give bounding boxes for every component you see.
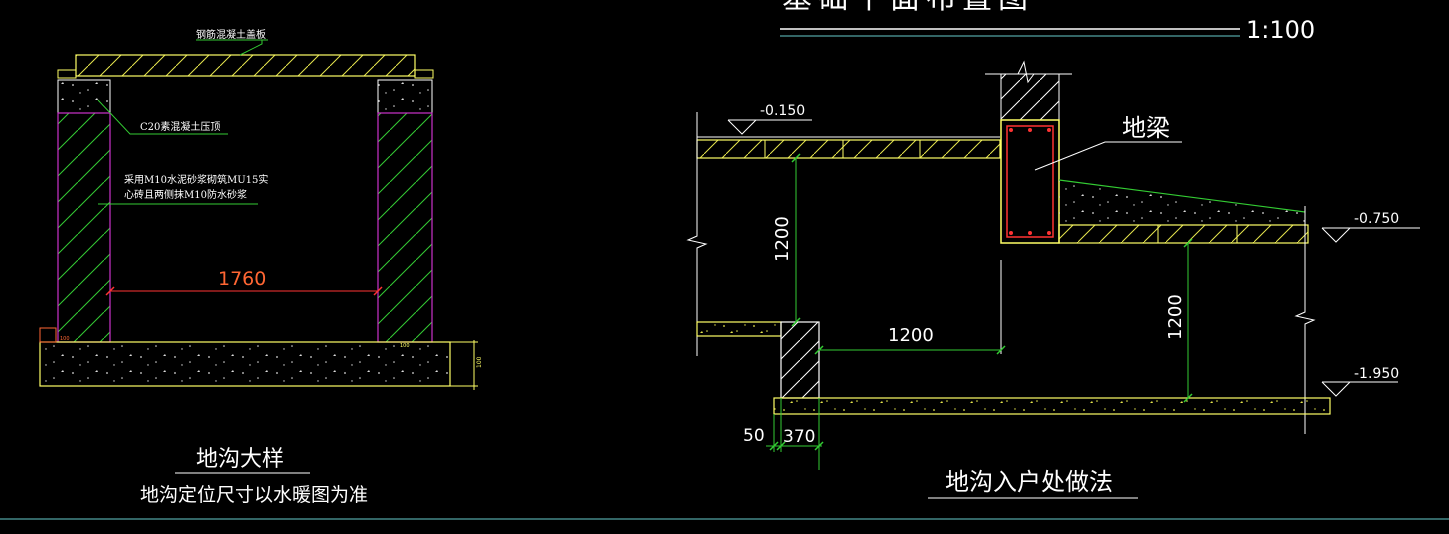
coping-label: C20素混凝土压顶: [140, 120, 220, 133]
side-dim: 100: [476, 356, 483, 368]
trench-detail-subtitle: 地沟定位尺寸以水暖图为准: [140, 484, 368, 506]
small-dim-left: 100: [60, 336, 70, 342]
trench-entry-section: -0.150 地梁 -0.750 -1.950: [686, 60, 1420, 499]
dim-vertical-left: 1200: [772, 216, 793, 262]
trench-entry-title: 地沟入户处做法: [945, 468, 1113, 496]
sloped-fill: [1059, 180, 1305, 225]
trench-wall: [780, 321, 820, 399]
wall-left: [57, 112, 111, 343]
wall-above-beam: [1000, 73, 1060, 121]
coping-right: [377, 79, 433, 114]
dim-horizontal: 1200: [888, 325, 934, 346]
trench-bottom-slab: [773, 397, 1331, 415]
level-bottom: -1.950: [1354, 366, 1399, 382]
small-dim-right: 100: [400, 343, 410, 349]
wall-note-line2: 心砖且两侧抹M10防水砂浆: [124, 188, 247, 201]
drawing-title-partial: 基础平面布置图: [782, 0, 1034, 16]
cover-slab-label: 钢筋混凝土盖板: [196, 28, 266, 41]
wall-right: [377, 112, 433, 343]
drawing-scale: 1:100: [1246, 16, 1315, 44]
base-slab: [39, 341, 451, 387]
trench-detail-section: 100 100 100 钢筋混凝土盖板 C20素混凝土压顶 采用M10水泥砂浆砌…: [39, 28, 483, 506]
left-step-slab: [696, 321, 782, 337]
level-top: -0.150: [760, 103, 805, 119]
dim-50: 50: [743, 426, 765, 446]
drawing-title-block: 基础平面布置图 1:100: [780, 0, 1315, 44]
beam-label: 地梁: [1122, 114, 1170, 142]
dim-370: 370: [783, 427, 815, 447]
dim-vertical-right: 1200: [1165, 294, 1186, 340]
width-dimension: 1760: [218, 268, 266, 290]
trench-detail-title: 地沟大样: [196, 447, 284, 472]
level-mid: -0.750: [1354, 211, 1399, 227]
upper-floor-slab: [696, 139, 1001, 159]
wall-note-line1: 采用M10水泥砂浆砌筑MU15实: [124, 173, 268, 186]
ground-beam: [1000, 119, 1060, 244]
coping-left: [57, 79, 111, 114]
lower-right-slab: [1058, 224, 1309, 244]
cover-slab: [75, 54, 416, 77]
